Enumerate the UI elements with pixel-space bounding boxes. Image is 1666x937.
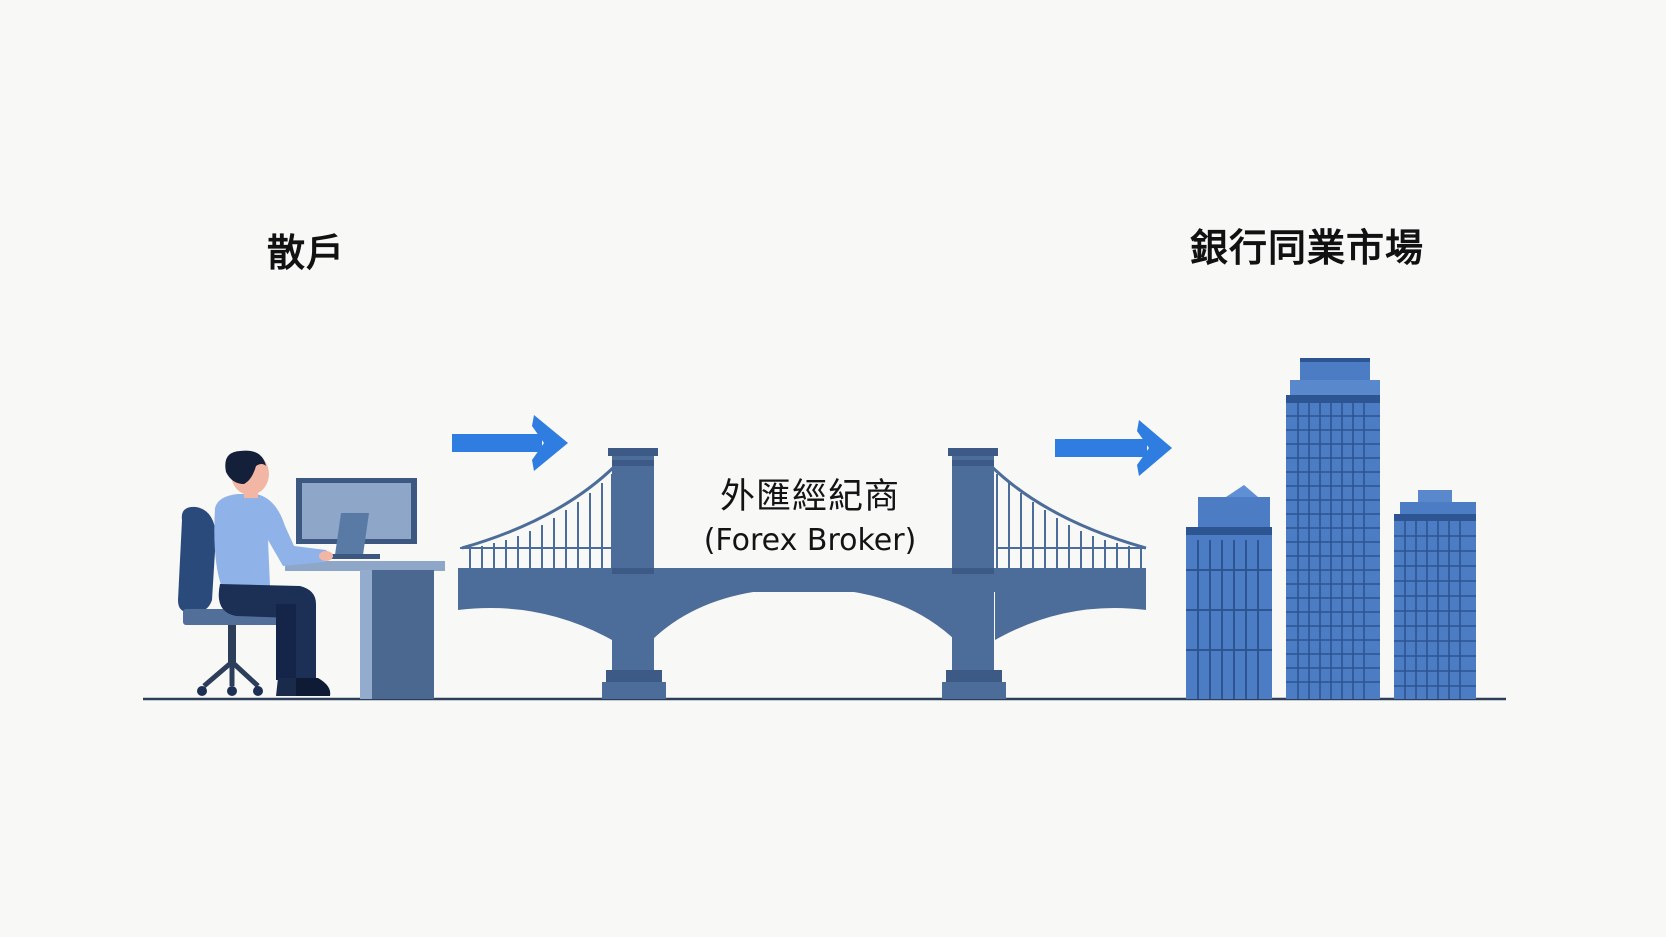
person-at-computer-icon xyxy=(178,450,445,699)
building-right xyxy=(1394,490,1476,699)
broker-label-chinese: 外匯經紀商 xyxy=(719,477,900,517)
skyscrapers-icon xyxy=(1186,358,1476,699)
retail-trader-label: 散戶 xyxy=(267,231,346,275)
suspension-bridge-icon xyxy=(458,448,1147,699)
right-arrow-icon xyxy=(452,415,568,471)
building-center xyxy=(1286,358,1380,699)
interbank-market-label: 銀行同業市場 xyxy=(1190,226,1425,270)
building-left xyxy=(1186,485,1272,699)
right-arrow-icon xyxy=(1055,420,1172,476)
broker-label-group: 外匯經紀商 (Forex Broker) xyxy=(640,474,980,562)
broker-label-english: (Forex Broker) xyxy=(703,523,917,558)
